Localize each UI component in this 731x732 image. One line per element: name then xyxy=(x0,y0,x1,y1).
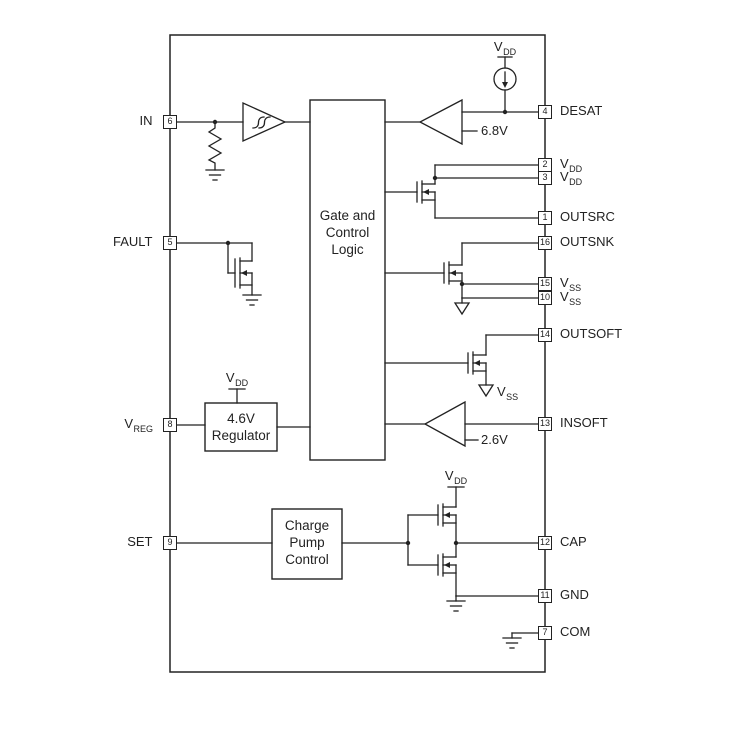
hysteresis-glyph xyxy=(252,116,265,129)
desat-threshold-label: 6.8V xyxy=(481,123,508,138)
in-input-path xyxy=(176,101,311,181)
pin-label-vdd-2: VDD xyxy=(560,156,583,174)
gate-control-logic-block xyxy=(309,99,386,461)
ground-symbol-charge-pump xyxy=(446,600,466,612)
pin-label-vss-15: VSS xyxy=(560,275,582,293)
fault-transistor xyxy=(176,242,262,306)
pin-box-fault: 5 xyxy=(163,236,177,250)
regulator-wiring xyxy=(176,388,311,428)
ground-symbol-in xyxy=(205,169,225,181)
pin-box-vreg: 8 xyxy=(163,418,177,432)
block-outlines xyxy=(204,99,386,580)
pin-label-fault: FAULT xyxy=(113,234,153,249)
charge-pump-block xyxy=(271,508,343,580)
pin-box-outsnk: 16 xyxy=(538,236,552,250)
insoft-threshold-label: 2.6V xyxy=(481,432,508,447)
outsoft-transistor xyxy=(384,334,539,398)
pin-label-in: IN xyxy=(139,113,153,128)
pin-label-com: COM xyxy=(560,624,591,639)
pin-box-gnd: 11 xyxy=(538,589,552,603)
pin-label-outsoft: OUTSOFT xyxy=(560,326,623,341)
pin-box-vdd-2: 2 xyxy=(538,158,552,172)
pin-box-cap: 12 xyxy=(538,536,552,550)
insoft-path xyxy=(384,400,539,448)
pin-label-cap: CAP xyxy=(560,534,587,549)
pulldown-resistor xyxy=(207,121,223,171)
pin-box-com: 7 xyxy=(538,626,552,640)
outsnk-transistor xyxy=(384,242,539,316)
ground-symbol-fault xyxy=(242,294,262,306)
vss-arrow-symbol xyxy=(453,302,471,316)
body-arrow-outsoft xyxy=(474,360,480,366)
pin-box-insoft: 13 xyxy=(538,417,552,431)
regulator-label: 4.6V Regulator xyxy=(211,411,271,443)
pin-label-set: SET xyxy=(127,534,153,549)
body-arrow-cp-bottom xyxy=(444,562,450,568)
pin-label-desat: DESAT xyxy=(560,103,603,118)
body-arrow-outsnk xyxy=(450,270,456,276)
pin-label-vss-10: VSS xyxy=(560,289,582,307)
body-arrow-fault xyxy=(241,270,247,276)
vdd-charge-pump-label: VDD xyxy=(444,468,468,486)
pin-label-gnd: GND xyxy=(560,587,589,602)
pin-box-vdd-3: 3 xyxy=(538,171,552,185)
ic-boundary xyxy=(169,34,546,673)
pin-label-insoft: INSOFT xyxy=(560,415,608,430)
pin-box-set: 9 xyxy=(163,536,177,550)
pin-box-desat: 4 xyxy=(538,105,552,119)
com-ground xyxy=(502,632,539,649)
charge-pump-label: Charge Pump Control xyxy=(284,518,330,567)
outsrc-transistor xyxy=(384,164,539,219)
vss-outsoft-label: VSS xyxy=(497,384,519,402)
pin-box-vss-10: 10 xyxy=(538,291,552,305)
desat-path xyxy=(384,56,539,146)
pin-box-outsrc: 1 xyxy=(538,211,552,225)
pin-box-outsoft: 14 xyxy=(538,328,552,342)
vss-arrow-symbol-outsoft xyxy=(477,384,495,398)
ground-symbol-com xyxy=(502,637,522,649)
desat-comparator-icon xyxy=(418,98,463,146)
pin-box-in: 6 xyxy=(163,115,177,129)
vdd-regulator-label: VDD xyxy=(225,370,249,388)
gate-control-logic-label: Gate and Control Logic xyxy=(319,208,376,257)
junction-dots xyxy=(212,82,508,568)
vdd-top-label: VDD xyxy=(493,39,517,57)
schmitt-buffer-icon xyxy=(242,101,287,143)
pin-label-vdd-3: VDD xyxy=(560,169,583,187)
pin-label-outsrc: OUTSRC xyxy=(560,209,615,224)
body-arrow-outsrc xyxy=(423,189,429,195)
pin-box-vss-15: 15 xyxy=(538,277,552,291)
insoft-comparator-icon xyxy=(423,400,466,448)
pin-label-vreg: VREG xyxy=(124,416,153,434)
current-source-arrowhead xyxy=(502,82,508,88)
charge-pump-wiring xyxy=(176,486,539,612)
pin-label-outsnk: OUTSNK xyxy=(560,234,615,249)
body-arrow-cp-top xyxy=(444,512,450,518)
